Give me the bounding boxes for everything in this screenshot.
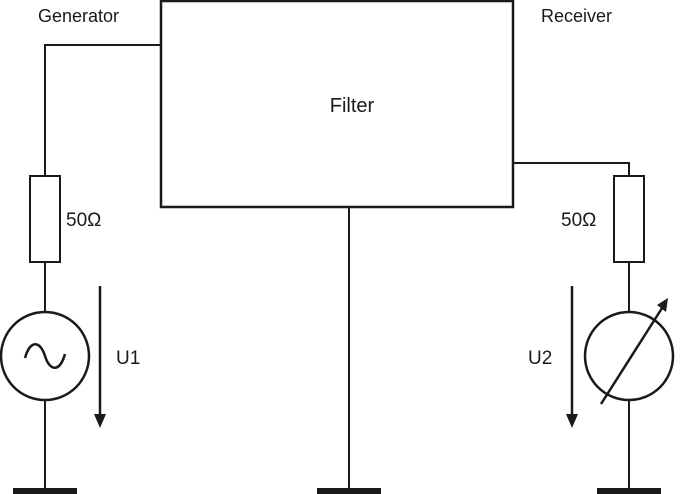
voltmeter-needle-head — [657, 298, 668, 312]
generator-wire-top — [44, 44, 161, 176]
sine-wave-icon — [23, 343, 67, 369]
resistor-right — [613, 175, 645, 263]
resistor-left-label: 50Ω — [66, 210, 101, 231]
voltmeter-icon — [583, 310, 675, 402]
u1-arrow-head — [94, 414, 106, 428]
voltmeter-needle — [599, 304, 666, 405]
filter-box — [159, 0, 515, 209]
generator-label: Generator — [38, 6, 119, 26]
receiver-wire-top — [513, 162, 630, 176]
resistor-right-label: 50Ω — [561, 210, 596, 231]
u2-arrow-head — [566, 414, 578, 428]
receiver-label: Receiver — [541, 6, 612, 26]
resistor-left — [29, 175, 61, 263]
u1-label: U1 — [116, 348, 140, 369]
u2-label: U2 — [528, 348, 552, 369]
filter-label: Filter — [330, 95, 375, 117]
